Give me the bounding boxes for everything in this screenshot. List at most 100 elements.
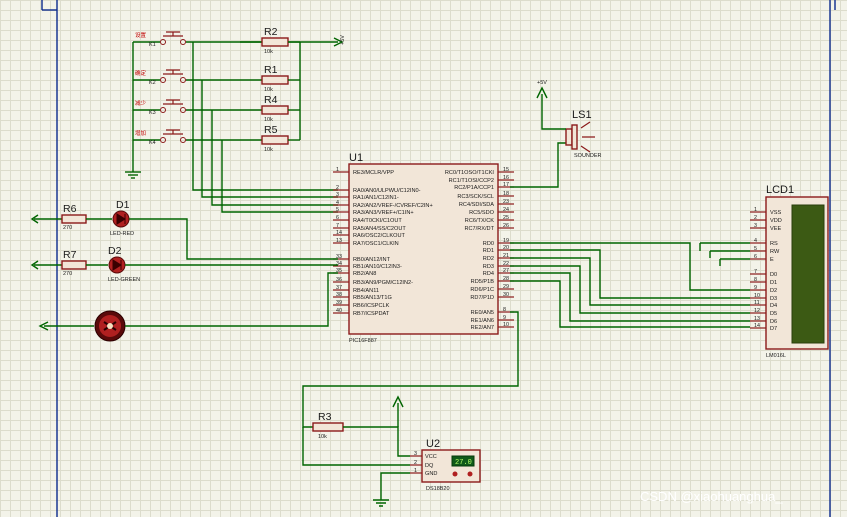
pin-number: 7 xyxy=(336,223,339,229)
pin-name: RC7/RX/DT xyxy=(464,226,494,232)
ls1-ref: LS1 xyxy=(572,109,592,121)
led-d2[interactable] xyxy=(30,256,338,274)
pin-number: 23 xyxy=(503,199,509,205)
pin-name: RC4/SDI/SDA xyxy=(459,202,494,208)
pin-number: 10 xyxy=(754,293,760,299)
d1-part: LED-RED xyxy=(110,231,134,237)
pin-name: VDD xyxy=(770,218,782,224)
resistor-value: 10k xyxy=(264,87,273,93)
ls1-sounder[interactable] xyxy=(510,86,595,188)
motor-fan[interactable] xyxy=(38,272,338,342)
pin-name: RD7/P1D xyxy=(470,295,494,301)
pin-name: RA2/AN2/VREF-/CVREF/C2IN+ xyxy=(353,203,433,209)
pin-number: 1 xyxy=(414,468,417,474)
pin-number: 36 xyxy=(336,277,342,283)
led-d1[interactable] xyxy=(30,210,338,260)
resistor-ref: R4 xyxy=(264,94,278,106)
button-label: 设置 xyxy=(135,31,147,39)
u2-ref: U2 xyxy=(426,438,440,450)
vcc-label-ls1: +5V xyxy=(537,80,547,86)
resistor-ref: R1 xyxy=(264,64,278,76)
pin-number: 4 xyxy=(754,238,757,244)
pin-number: 3 xyxy=(754,223,757,229)
resistor-value: 10k xyxy=(264,117,273,123)
wire-k1-ra0 xyxy=(192,42,338,191)
pin-name: RB6/ICSPCLK xyxy=(353,303,390,309)
pin-number: 5 xyxy=(336,207,339,213)
pin-number: 34 xyxy=(336,261,342,267)
pin-name: RE1/AN6 xyxy=(471,318,494,324)
pin-name: RC5/SDO xyxy=(469,210,495,216)
button-label: 确定 xyxy=(135,69,147,77)
pin-name: RD5/P1B xyxy=(471,279,495,285)
pin-number: 12 xyxy=(754,308,760,314)
pin-number: 29 xyxy=(503,284,509,290)
pin-name: E xyxy=(770,257,774,263)
pin-name: VEE xyxy=(770,226,781,232)
pin-number: 22 xyxy=(503,261,509,267)
r7-ref: R7 xyxy=(63,249,77,261)
pin-number: 27 xyxy=(503,268,509,274)
pin-number: 13 xyxy=(754,316,760,322)
pin-name: RD4 xyxy=(483,271,494,277)
pin-number: 30 xyxy=(503,292,509,298)
pin-number: 19 xyxy=(503,238,509,244)
pin-name: RA7/OSC1/CLKIN xyxy=(353,241,399,247)
pin-number: 2 xyxy=(754,215,757,221)
pin-name: RC3/SCK/SCL xyxy=(457,194,494,200)
pin-name: RB5/AN13/T1G xyxy=(353,295,392,301)
pin-number: 2 xyxy=(414,460,417,466)
